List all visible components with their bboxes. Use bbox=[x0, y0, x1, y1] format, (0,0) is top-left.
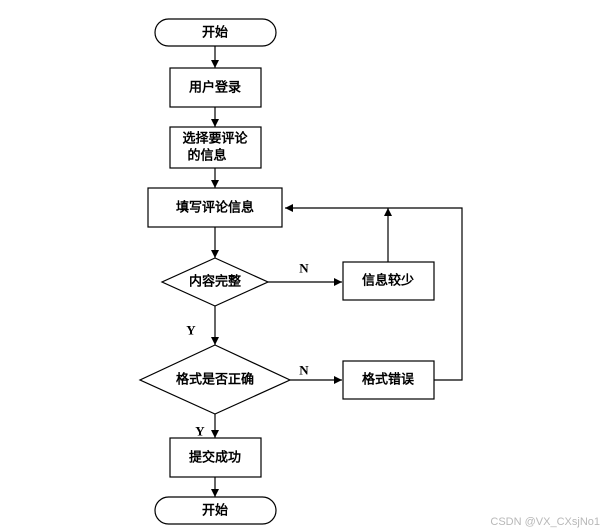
select-box bbox=[169, 126, 262, 169]
edge-error-to-fill bbox=[285, 204, 463, 381]
content-no-label: N bbox=[299, 261, 309, 276]
format-no-label: N bbox=[299, 363, 309, 378]
fill-box bbox=[147, 187, 283, 228]
start-terminal bbox=[154, 18, 277, 47]
format-yes-label: Y bbox=[195, 424, 205, 439]
format-correct-decision bbox=[138, 344, 292, 415]
fill-label: 填写评论信息 bbox=[176, 200, 254, 216]
login-label: 用户登录 bbox=[188, 80, 241, 96]
edge-labels: N Y N Y bbox=[186, 261, 309, 439]
info-less-box bbox=[342, 261, 435, 301]
submit-success-box bbox=[169, 437, 262, 478]
select-label-line1: 选择要评论 bbox=[182, 131, 248, 147]
start-label: 开始 bbox=[202, 25, 228, 41]
connectors bbox=[211, 46, 463, 497]
node-labels: 开始 用户登录 选择要评论 的信息 填写评论信息 内容完整 信息较少 格式是否正… bbox=[176, 25, 415, 519]
content-complete-decision bbox=[160, 257, 270, 307]
select-label-line2: 的信息 bbox=[187, 148, 226, 164]
content-yes-label: Y bbox=[186, 323, 196, 338]
watermark: CSDN @VX_CXsjNo1 bbox=[490, 516, 600, 528]
format-error-label: 格式错误 bbox=[362, 372, 415, 388]
end-terminal bbox=[154, 496, 277, 525]
submit-success-label: 提交成功 bbox=[189, 450, 241, 466]
format-error-box bbox=[342, 360, 435, 400]
end-label: 开始 bbox=[202, 503, 228, 519]
format-correct-label: 格式是否正确 bbox=[176, 372, 254, 388]
info-less-label: 信息较少 bbox=[362, 273, 414, 289]
login-box bbox=[169, 67, 262, 108]
nodes bbox=[138, 18, 435, 525]
content-complete-label: 内容完整 bbox=[189, 274, 242, 290]
